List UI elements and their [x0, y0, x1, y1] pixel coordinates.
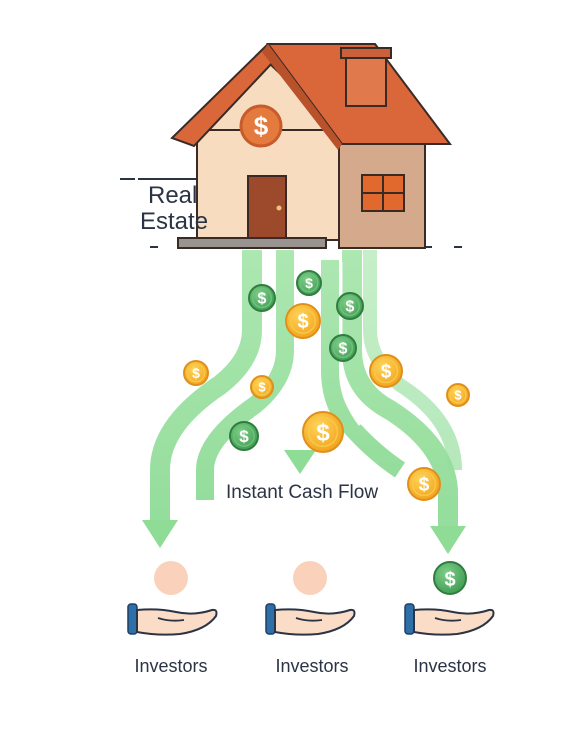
gold-coin-icon: $	[250, 375, 274, 399]
arrowhead-right	[430, 526, 466, 554]
house-door	[247, 175, 287, 239]
green-coin-icon: $	[336, 292, 364, 320]
flow-stream-left-inner	[196, 250, 294, 500]
gold-coin-icon: $	[285, 303, 321, 339]
house-dollar-coin: $	[239, 104, 283, 148]
investor-2	[265, 561, 356, 636]
door-knob	[276, 205, 282, 211]
investor-token-green-coin: $	[433, 561, 467, 595]
hand-icon	[404, 603, 495, 636]
chimney	[345, 53, 387, 107]
house: $	[170, 43, 452, 249]
gold-coin-icon: $	[407, 467, 441, 501]
coin-symbol: $	[305, 275, 313, 291]
coin-symbol: $	[258, 290, 267, 307]
coin-symbol: $	[316, 419, 330, 446]
coin-symbol: $	[454, 388, 462, 403]
coin-symbol: $	[297, 311, 308, 333]
house-roof-edge	[262, 44, 342, 150]
flow-stream-left	[150, 250, 262, 520]
hand-icon	[265, 603, 356, 636]
hand-icon	[127, 603, 218, 636]
flow-label: Instant Cash Flow	[226, 482, 379, 503]
green-coin-icon: $	[329, 334, 357, 362]
investor-label: Investors	[134, 656, 208, 676]
flow-highlights	[181, 258, 362, 471]
flow-arrowheads	[142, 450, 466, 554]
arrowhead-left	[142, 520, 178, 548]
house-label-line2: Estate	[140, 208, 209, 235]
investor-label: Investors	[413, 656, 487, 676]
flow-stream-outer-right	[363, 250, 462, 471]
chimney-cap	[340, 47, 392, 59]
green-coin-icon: $	[296, 270, 322, 296]
coin-symbol: $	[258, 380, 266, 395]
coin-symbol: $	[381, 362, 392, 383]
coin-symbol: $	[346, 298, 355, 315]
investor-token-peach	[293, 561, 327, 595]
coin-symbol: $	[419, 475, 430, 496]
house-window	[361, 174, 405, 212]
gold-coin-icon: $	[183, 360, 209, 386]
coin-symbol: $	[339, 340, 348, 357]
investor-token-peach	[154, 561, 188, 595]
green-coin-icon: $	[229, 421, 259, 451]
house-coin-symbol: $	[254, 111, 269, 141]
coin-symbol: $	[239, 427, 249, 446]
investor-3: $	[404, 561, 495, 636]
cash-flow-streams	[150, 250, 462, 530]
investor-1	[127, 561, 218, 636]
house-label-line1: Real	[148, 182, 198, 209]
investor-groups: $	[127, 561, 495, 636]
gold-coin-icon: $	[369, 354, 403, 388]
house-porch-step	[177, 237, 327, 249]
arrowhead-center	[284, 450, 316, 474]
investor-label: Investors	[275, 656, 349, 676]
flow-stream-right	[342, 250, 458, 530]
gold-coin-icon: $	[446, 383, 470, 407]
flow-stream-center-right	[321, 260, 406, 478]
flying-coins: $ $ $ $ $ $ $ $ $ $ $ $	[183, 270, 470, 501]
coin-symbol: $	[192, 365, 200, 381]
green-coin-icon: $	[248, 284, 276, 312]
green-coin-symbol: $	[444, 569, 455, 591]
gold-coin-icon: $	[302, 411, 344, 453]
